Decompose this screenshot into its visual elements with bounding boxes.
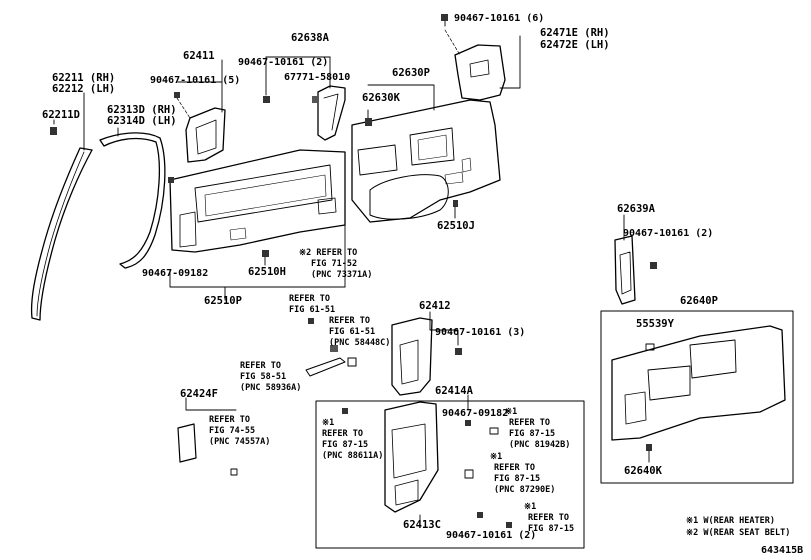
ref-87-15c-line4: (PNC 87290E) xyxy=(494,485,556,495)
bolt-90467-10161-2b-label: 90467-10161 (2) xyxy=(446,530,537,541)
part-62413c-label: 62413C xyxy=(403,519,441,531)
part-62630k-label: 62630K xyxy=(362,92,400,104)
ref-87-15c-line2: REFER TO xyxy=(494,463,535,473)
part-62412-label: 62412 xyxy=(419,300,451,312)
part-62640k-label: 62640K xyxy=(624,465,662,477)
ref-87-15a-line1: ※1 xyxy=(322,418,335,428)
part-62510j-label: 62510J xyxy=(437,220,475,232)
clip-62211d xyxy=(50,127,57,135)
ref-87-15b-line4: (PNC 81942B) xyxy=(509,440,571,450)
bolt-90467-10161-2a-label: 90467-10161 (2) xyxy=(238,57,329,68)
figure-number: 643415B xyxy=(761,545,804,556)
ref-74-55-line2: FIG 74-55 xyxy=(209,426,256,436)
weatherstrip-62313d xyxy=(99,132,166,269)
ref-61-51a-line2: FIG 61-51 xyxy=(289,305,336,315)
part-62313d-label: 62313D (RH) xyxy=(107,104,177,116)
ref-87-15a-line3: FIG 87-15 xyxy=(322,440,369,450)
part-62471e-label: 62471E (RH) xyxy=(540,27,610,39)
ref-87-15c-line3: FIG 87-15 xyxy=(494,474,541,484)
bolt-90467-10161-5-label: 90467-10161 (5) xyxy=(150,75,241,86)
part-62212-label: 62212 (LH) xyxy=(52,83,116,95)
part-62510h-label: 62510H xyxy=(248,266,286,278)
ref-87-15b-line3: FIG 87-15 xyxy=(509,429,556,439)
part-62472e-label: 62472E (LH) xyxy=(540,39,610,51)
ref-87-15b-line1: ※1 xyxy=(505,407,518,417)
ref-87-15d-line3: FIG 87-15 xyxy=(528,524,575,534)
ref-87-15c-line1: ※1 xyxy=(490,452,503,462)
bolt-90467-10161-2c-label: 90467-10161 (2) xyxy=(623,228,714,239)
pillar-62639a xyxy=(614,235,636,305)
part-62639a-label: 62639A xyxy=(617,203,655,215)
part-62640p-label: 62640P xyxy=(680,295,718,307)
ref-71-52-line2: FIG 71-52 xyxy=(311,259,358,269)
ref-61-51b-line3: (PNC 58448C) xyxy=(329,338,391,348)
part-62411-label: 62411 xyxy=(183,50,215,62)
part-55539y-label: 55539Y xyxy=(636,318,674,330)
side-panel-62630p xyxy=(351,99,501,223)
ref-87-15a-line2: REFER TO xyxy=(322,429,363,439)
ref-58-51-line2: FIG 58-51 xyxy=(240,372,287,382)
ref-74-55-line1: REFER TO xyxy=(209,415,250,425)
pillar-62638a xyxy=(317,85,346,141)
part-62638a-label: 62638A xyxy=(291,32,329,44)
upper-trim-62411 xyxy=(185,107,226,163)
part-62510p-label: 62510P xyxy=(204,295,242,307)
bolt-90467-10161-3-label: 90467-10161 (3) xyxy=(435,327,526,338)
pillar-garnish-62211 xyxy=(30,147,93,321)
ref-87-15a-line4: (PNC 88611A) xyxy=(322,451,384,461)
box-62640p xyxy=(600,310,794,484)
ref-71-52-line1: ※2 REFER TO xyxy=(299,248,358,258)
legend-note-1: ※1 W(REAR HEATER) xyxy=(686,516,776,526)
trim-62412 xyxy=(391,317,433,396)
ref-87-15d-line2: REFER TO xyxy=(528,513,569,523)
part-62211d-label: 62211D xyxy=(42,109,80,121)
bolt-90467-09182a-label: 90467-09182 xyxy=(142,268,209,279)
ref-87-15d-line1: ※1 xyxy=(524,502,537,512)
ref-61-51a-line1: REFER TO xyxy=(289,294,330,304)
part-62211-label: 62211 (RH) xyxy=(52,72,116,84)
bracket-62424f xyxy=(177,423,238,476)
part-62414a-label: 62414A xyxy=(435,385,473,397)
part-62630p-label: 62630P xyxy=(392,67,430,79)
ref-87-15b-line2: REFER TO xyxy=(509,418,550,428)
ref-61-51b-line1: REFER TO xyxy=(329,316,370,326)
ref-58-51-line3: (PNC 58936A) xyxy=(240,383,302,393)
side-panel-62640p xyxy=(611,325,786,441)
legend-note-2: ※2 W(REAR SEAT BELT) xyxy=(686,528,791,538)
bolt-90467-09182b-label: 90467-09182 xyxy=(442,408,509,419)
bolt-90467-10161-6-label: 90467-10161 (6) xyxy=(454,13,545,24)
box-62414a xyxy=(315,400,585,549)
ref-74-55-line3: (PNC 74557A) xyxy=(209,437,271,447)
ref-61-51b-line2: FIG 61-51 xyxy=(329,327,376,337)
part-62314d-label: 62314D (LH) xyxy=(107,115,177,127)
part-62424f-label: 62424F xyxy=(180,388,218,400)
trim-62414a xyxy=(384,401,439,513)
ref-58-51-line1: REFER TO xyxy=(240,361,281,371)
lower-quarter-trim-62510p xyxy=(169,149,346,253)
pillar-62471e xyxy=(454,44,506,101)
ref-71-52-line3: (PNC 73371A) xyxy=(311,270,373,280)
clip-67771-58010-label: 67771-58010 xyxy=(284,72,351,83)
